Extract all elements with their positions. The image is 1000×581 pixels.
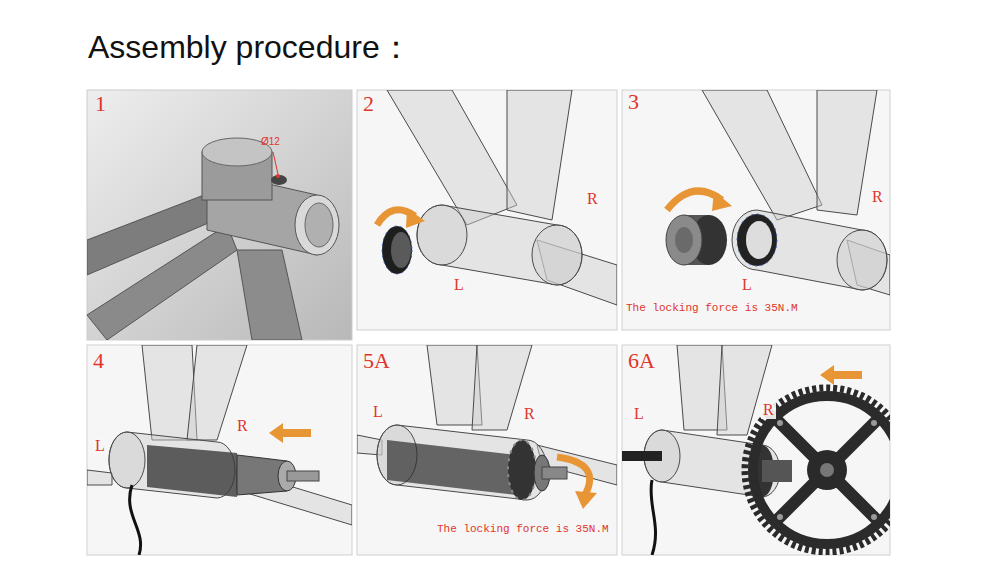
side-label: R — [522, 405, 537, 423]
side-label: L — [632, 405, 646, 423]
illustration-part — [273, 152, 278, 174]
frame-render — [357, 345, 617, 555]
illustration-part — [377, 90, 617, 305]
step-panel: 5A L R The locking force is 35N.M — [357, 345, 617, 555]
illustration-part — [737, 214, 777, 266]
illustration-part — [807, 450, 847, 490]
illustration-part — [508, 440, 536, 500]
illustration-part — [777, 420, 877, 520]
illustration-part — [382, 226, 412, 274]
illustration-part — [269, 423, 311, 443]
side-label: L — [371, 403, 385, 421]
page-title: Assembly procedure： — [88, 26, 412, 70]
illustration-part — [305, 203, 333, 247]
illustration-part — [387, 90, 517, 225]
illustration-part — [357, 90, 617, 330]
illustration-part — [532, 225, 582, 285]
illustration-part — [87, 470, 112, 485]
side-label: R — [870, 188, 885, 206]
illustration-part — [382, 226, 412, 274]
illustration-part — [271, 175, 287, 185]
illustration-part — [820, 365, 862, 385]
illustration-part — [777, 420, 783, 426]
illustration-part — [109, 432, 145, 488]
step-number: 3 — [628, 90, 639, 114]
illustration-part — [871, 514, 877, 520]
illustration-part — [666, 215, 702, 265]
frame-render — [622, 345, 909, 555]
step-number: 4 — [93, 349, 104, 373]
illustration-part — [508, 440, 536, 500]
torque-note: The locking force is 35N.M — [437, 523, 609, 535]
illustration-part — [622, 345, 890, 555]
illustration-part — [87, 225, 237, 340]
illustration-part — [666, 90, 890, 295]
illustration-part — [417, 205, 582, 285]
illustration-part — [837, 230, 887, 290]
illustration-part — [276, 174, 280, 178]
illustration-part — [295, 195, 339, 255]
illustration-part — [817, 90, 877, 215]
illustration-part — [87, 345, 352, 555]
side-label: L — [452, 276, 466, 294]
illustration-part — [762, 460, 792, 482]
frame-render — [357, 90, 617, 330]
illustration-part — [237, 250, 302, 340]
illustration-part — [391, 232, 411, 268]
illustration-part — [820, 463, 834, 477]
illustration-part — [147, 445, 237, 497]
illustration-part — [651, 480, 656, 555]
side-label: R — [235, 417, 250, 435]
illustration-part — [702, 90, 822, 220]
illustration-part — [387, 440, 517, 495]
dimension-label: Ø12 — [261, 136, 280, 147]
illustration-part — [87, 138, 339, 340]
illustration-part — [675, 227, 693, 253]
illustration-part — [622, 90, 890, 330]
illustration-part — [507, 90, 572, 220]
illustration-part — [87, 345, 352, 555]
illustration-part — [87, 90, 352, 340]
step-number: 2 — [363, 92, 374, 116]
illustration-part — [737, 214, 777, 266]
illustration-part — [745, 388, 890, 552]
side-label: R — [761, 401, 776, 419]
illustration-part — [357, 345, 617, 509]
illustration-part — [357, 345, 617, 555]
illustration-part — [406, 208, 425, 228]
torque-note: The locking force is 35N.M — [626, 302, 798, 314]
step-panel: 6A L R — [622, 345, 890, 555]
illustration-part — [753, 396, 890, 544]
illustration-part — [732, 210, 887, 290]
side-label: L — [93, 437, 107, 455]
illustration-part — [622, 451, 662, 461]
step-panel: 3R L The locking force is 35N.M — [622, 90, 890, 330]
illustration-part — [746, 221, 772, 259]
illustration-part — [712, 191, 732, 211]
illustration-part — [777, 514, 783, 520]
frame-render — [87, 90, 352, 340]
frame-render — [87, 345, 352, 555]
illustration-part — [542, 467, 567, 479]
illustration-part — [557, 457, 590, 495]
illustration-part — [130, 485, 141, 555]
illustration-part — [377, 425, 547, 500]
illustration-part — [575, 491, 597, 509]
illustration-part — [871, 420, 877, 426]
step-number: 5A — [363, 349, 390, 373]
illustration-part — [417, 205, 467, 265]
side-label: R — [585, 190, 600, 208]
frame-render — [622, 90, 890, 330]
step-number: 1 — [95, 92, 106, 116]
step-panel: 1Ø12 — [87, 90, 352, 340]
illustration-part — [287, 471, 319, 481]
step-number: 6A — [628, 349, 655, 373]
step-panel: 2R L — [357, 90, 617, 330]
side-label: L — [740, 276, 754, 294]
step-panel: 4L R — [87, 345, 352, 555]
